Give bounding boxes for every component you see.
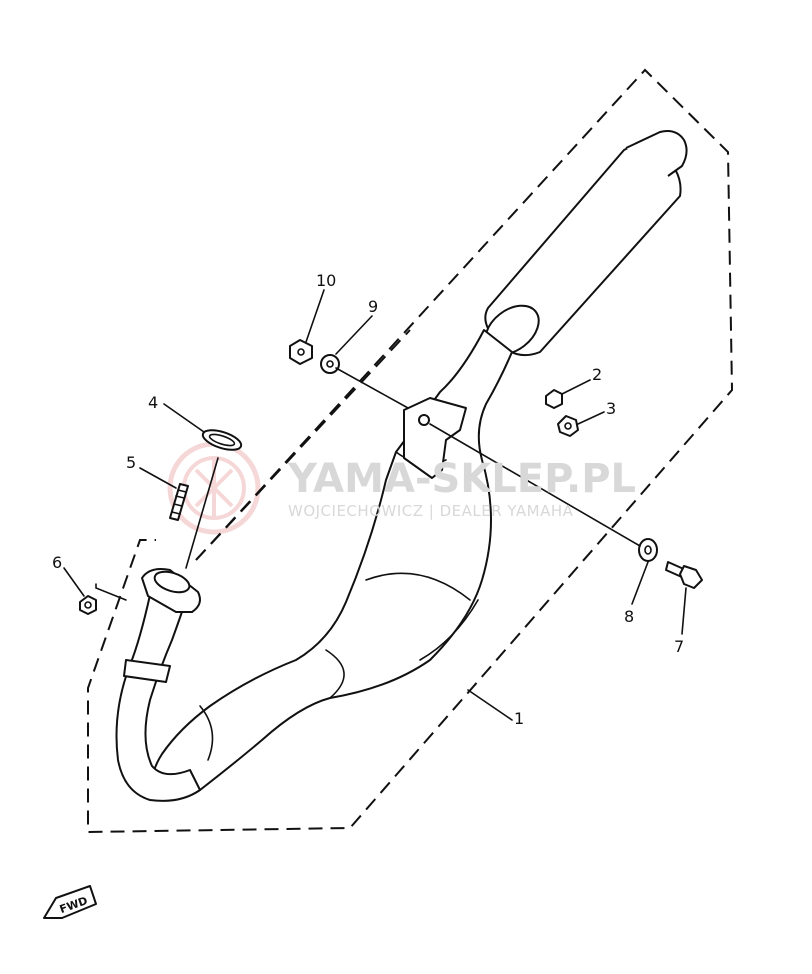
expansion-chamber [151, 329, 513, 800]
callout-1: 1 [514, 709, 524, 728]
part-7-bolt [665, 561, 703, 589]
centerline-gasket-flange [185, 457, 219, 569]
part-9-washer-hole [326, 360, 334, 368]
muffler [484, 130, 688, 356]
callout-5: 5 [126, 453, 136, 472]
part-4-gasket-inner [208, 433, 236, 447]
centerline-9-bracket [335, 367, 409, 409]
part-2-nut [545, 389, 563, 409]
part-10-nut [289, 339, 313, 365]
centerline-6 [95, 583, 127, 601]
watermark-subtitle: WOJCIECHOWICZ | DEALER YAMAHA [288, 502, 574, 520]
part-4-gasket [201, 429, 243, 451]
callout-2: 2 [592, 365, 602, 384]
part-5-stud [169, 483, 189, 521]
assembly-dashed-inner [195, 329, 411, 561]
callout-8: 8 [624, 607, 634, 626]
part-3-nut [557, 415, 579, 437]
part-6-nut [79, 595, 97, 615]
fwd-direction-badge: FWD [43, 885, 97, 919]
callout-9: 9 [368, 297, 378, 316]
callout-3: 3 [606, 399, 616, 418]
part-8-washer-hole [644, 545, 652, 555]
centerline-bracket-8 [429, 423, 641, 547]
leader-lines [63, 289, 687, 721]
callout-4: 4 [148, 393, 158, 412]
part-8-washer [638, 538, 658, 562]
callout-7: 7 [674, 637, 684, 656]
header-pipe [115, 568, 201, 802]
part-5-threads [171, 489, 187, 515]
callout-10: 10 [316, 271, 336, 290]
part-9-washer [320, 354, 340, 374]
bracket-hole [418, 414, 430, 426]
watermark-brand: YAMA-SKLEP.PL [287, 456, 636, 502]
callout-6: 6 [52, 553, 62, 572]
